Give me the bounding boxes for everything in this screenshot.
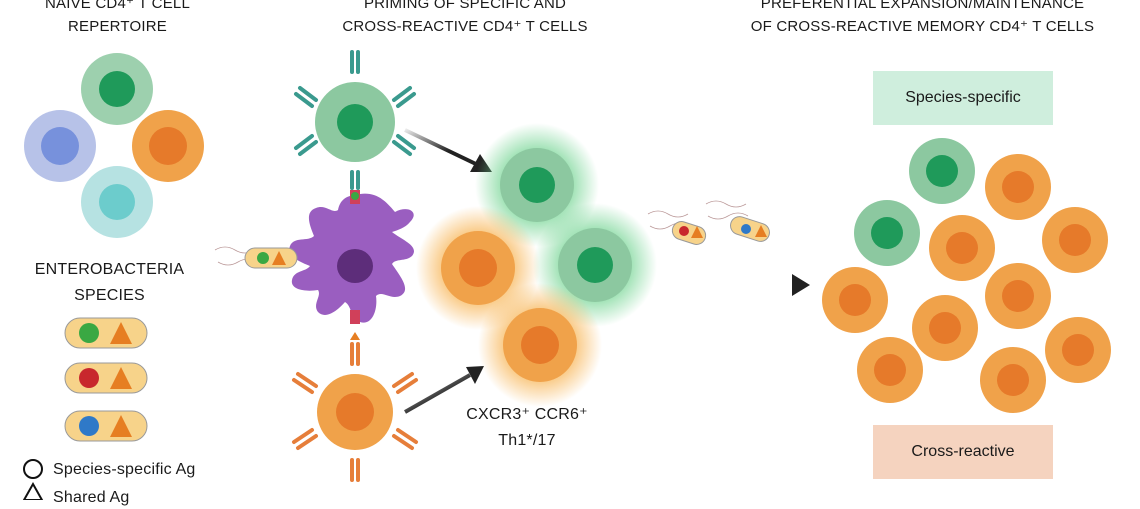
activated-green-cell-2	[533, 203, 657, 327]
phenotype-label: CXCR3⁺ CCR6⁺ Th1*/17	[462, 402, 592, 454]
header-naive: NAIVE CD4⁺ T CELL REPERTOIRE	[20, 0, 215, 38]
dendritic-cell	[289, 190, 414, 340]
naive-cell-blue	[24, 110, 96, 182]
header-expansion-line1: PREFERENTIAL EXPANSION/MAINTENANCE	[760, 0, 1085, 12]
legend-shared-ag: Shared Ag	[53, 489, 130, 506]
naive-cell-green	[81, 53, 153, 125]
header-expansion-line2: OF CROSS-REACTIVE MEMORY CD4⁺ T CELLS	[750, 18, 1095, 35]
memory-green-cell-1	[909, 138, 975, 204]
legend-circle-icon	[23, 459, 43, 479]
arrow-bottom	[404, 366, 484, 414]
priming-green-t-cell	[294, 50, 416, 190]
species-specific-box: Species-specific	[873, 71, 1053, 125]
phenotype-line1: CXCR3⁺ CCR6⁺	[466, 406, 588, 423]
priming-orange-t-cell	[292, 342, 418, 482]
legend-triangle-icon	[22, 481, 44, 500]
enterobacteria-line2: SPECIES	[74, 287, 145, 304]
bacterium-green	[64, 317, 148, 349]
bacterium-red	[64, 362, 148, 394]
memory-orange-cells	[822, 154, 1111, 413]
legend-species-specific-ag: Species-specific Ag	[53, 461, 196, 478]
header-naive-line1: NAIVE CD4⁺ T CELL	[45, 0, 190, 12]
header-priming: PRIMING OF SPECIFIC AND CROSS-REACTIVE C…	[300, 0, 630, 38]
cross-reactive-box: Cross-reactive	[873, 425, 1053, 479]
naive-cell-teal	[81, 166, 153, 238]
bacterium-entering	[214, 246, 298, 269]
activated-orange-cell-2	[478, 283, 602, 407]
enterobacteria-label: ENTEROBACTERIA SPECIES	[12, 257, 207, 309]
bacterium-red-small	[647, 210, 707, 245]
bacterium-blue	[64, 410, 148, 442]
header-priming-line1: PRIMING OF SPECIFIC AND	[363, 0, 567, 12]
naive-cell-orange	[132, 110, 204, 182]
memory-green-cell-2	[854, 200, 920, 266]
header-naive-line2: REPERTOIRE	[68, 18, 167, 35]
dashed-arrow	[655, 274, 810, 296]
header-expansion: PREFERENTIAL EXPANSION/MAINTENANCE OF CR…	[715, 0, 1130, 38]
bacterium-blue-small	[705, 200, 770, 242]
phenotype-line2: Th1*/17	[498, 432, 556, 449]
enterobacteria-line1: ENTEROBACTERIA	[34, 261, 185, 278]
header-priming-line2: CROSS-REACTIVE CD4⁺ T CELLS	[342, 18, 588, 35]
